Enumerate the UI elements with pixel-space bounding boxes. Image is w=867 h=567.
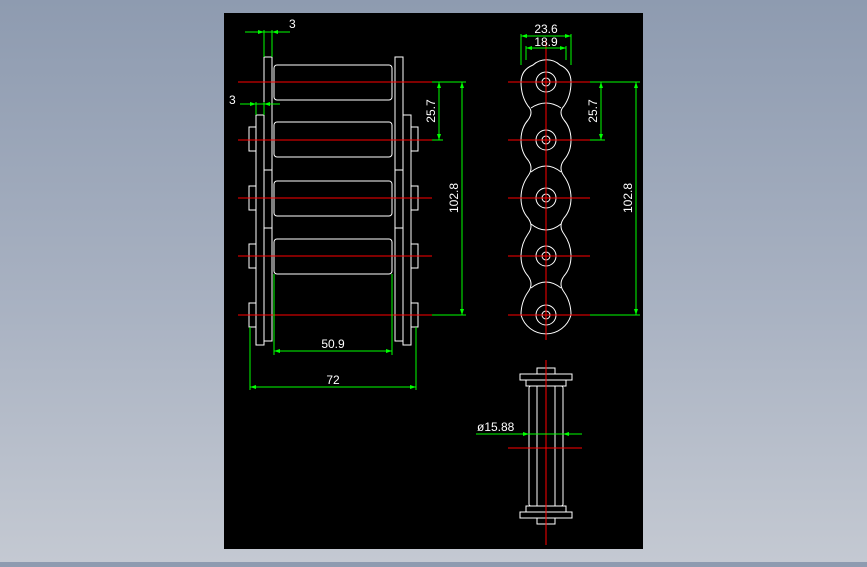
- dim-pitch-right: 25.7: [586, 99, 600, 123]
- dim-outer-width: 72: [326, 373, 340, 387]
- dim-top-plate-thickness: 3: [289, 17, 296, 31]
- dim-plate-outer-height: 23.6: [534, 22, 558, 36]
- dim-pitch-left: 25.7: [424, 99, 438, 123]
- dim-length-left: 102.8: [447, 183, 461, 213]
- dim-length-right: 102.8: [621, 183, 635, 213]
- dimensions-top-view: [240, 30, 466, 390]
- drawing-sheet: [224, 13, 643, 549]
- dim-plate-inner-height: 18.9: [534, 35, 558, 49]
- centerlines-top-view: [238, 81, 432, 316]
- side-plate-outline: [520, 59, 572, 335]
- dim-inner-width: 50.9: [321, 337, 345, 351]
- right-inner-plate: [402, 114, 412, 346]
- dim-roller-diameter: ø15.88: [477, 420, 515, 434]
- dimensions-side-view: [520, 34, 640, 316]
- dim-side-plate-thickness: 3: [229, 93, 236, 107]
- left-inner-plate: [255, 114, 265, 346]
- centerlines-side-view: [508, 40, 590, 340]
